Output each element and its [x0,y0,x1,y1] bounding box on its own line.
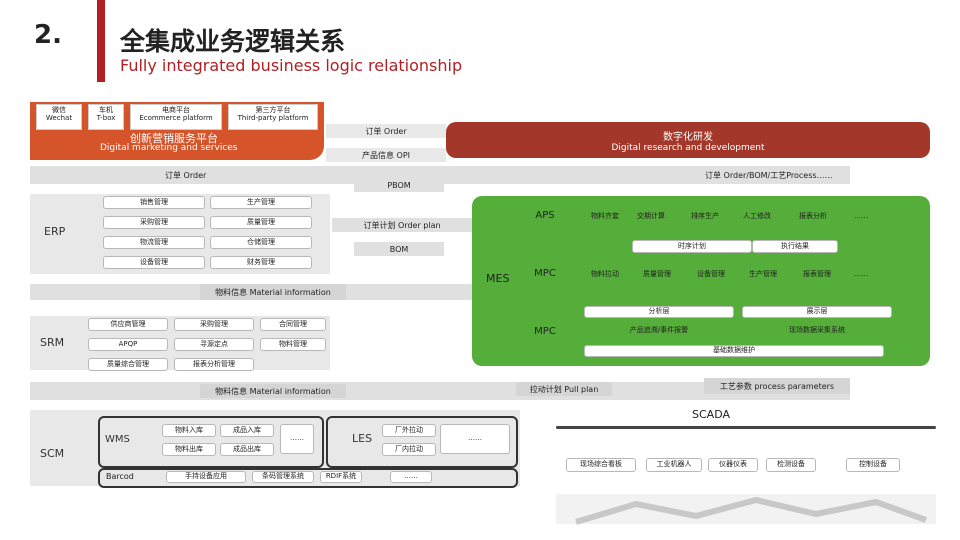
maintenance-bar: 基础数据维护 [584,345,884,357]
les-block [326,416,518,468]
wms-cell: 物料入库 [162,424,216,437]
traceability-bar: 产品追溯/事件报警 [584,325,734,337]
barcode-more: …… [390,471,432,483]
scada-stripe [556,426,936,429]
srm-cell: 供应商管理 [88,318,168,331]
wms-label: WMS [105,434,130,445]
erp-cell: 财务管理 [210,256,312,269]
scada-device: 控制设备 [846,458,900,472]
scada-device: 检测设备 [766,458,816,472]
aps-item: 报表分析 [792,210,834,223]
material-arrow-erp: 物料信息 Material information [200,284,346,300]
mpc-item: 设备管理 [690,268,732,281]
pbom-arrow: PBOM [354,178,444,192]
mpc-item: 质量管理 [636,268,678,281]
erp-cell: 设备管理 [103,256,205,269]
opi-arrow: 产品信息 OPI [326,148,446,162]
scada-device: 现场综合看板 [566,458,636,472]
order-left-label: 订单 Order [165,171,207,180]
les-cell: 厂外拉动 [382,424,436,437]
section-number: 2. [34,20,62,50]
srm-cell: 质量综合管理 [88,358,168,371]
page-title: 全集成业务逻辑关系 [120,27,346,56]
barcode-cell: RDIF系统 [320,471,362,483]
scm-label: SCM [40,447,65,460]
order-plan-arrow: 订单计划 Order plan [332,218,472,232]
mpc2-label: MPC [534,325,556,337]
digital-rd-block: 数字化研发 Digital research and development [446,122,930,158]
display-layer: 展示层 [742,306,892,318]
erp-label: ERP [44,225,66,238]
wms-cell: 成品出库 [220,443,274,456]
dm-title-en: Digital marketing and services [100,143,238,153]
mes-label: MES [486,272,510,285]
les-cell: 厂内拉动 [382,443,436,456]
aps-item: …… [845,210,877,223]
order-band [30,166,850,184]
barcode-block [98,468,518,488]
barcode-cell: 条码管理系统 [252,471,314,483]
dm-title-zh: 创新营销服务平台 [130,132,218,145]
erp-cell: 生产管理 [210,196,312,209]
exec-arrow: 执行结果 [752,240,838,253]
erp-cell: 销售管理 [103,196,205,209]
mpc-label: MPC [534,267,556,279]
accent-bar [97,0,105,82]
material-arrow-srm: 物料信息 Material information [200,384,346,398]
aps-label: APS [535,209,555,221]
srm-cell: 寻源定点 [174,338,254,351]
barcode-cell: 手持设备应用 [166,471,246,483]
data-collection-bar: 现场数据采集系统 [742,325,892,337]
scada-label: SCADA [576,404,846,424]
scada-device: 仪器仪表 [708,458,758,472]
order-bom-label: 订单 Order/BOM/工艺Process…… [705,171,833,180]
device-graphic [556,494,936,525]
srm-cell: 报表分析管理 [174,358,254,371]
srm-cell: APQP [88,338,168,351]
bom-arrow: BOM [354,242,444,256]
pull-plan-arrow: 拉动计划 Pull plan [516,382,612,396]
srm-cell: 合同管理 [260,318,326,331]
wms-block [98,416,324,468]
les-more: …… [440,424,510,454]
erp-cell: 质量管理 [210,216,312,229]
mpc-item: …… [845,268,877,281]
wms-more: …… [280,424,314,454]
aps-item: 交期计算 [630,210,672,223]
erp-cell: 仓储管理 [210,236,312,249]
page-subtitle: Fully integrated business logic relation… [120,56,463,75]
les-label: LES [352,432,373,445]
srm-cell: 采购管理 [174,318,254,331]
process-params-arrow: 工艺参数 process parameters [704,378,850,394]
aps-item: 物料齐套 [584,210,626,223]
schedule-arrow: 时序计划 [632,240,752,253]
mpc-item: 生产管理 [742,268,784,281]
erp-cell: 物流管理 [103,236,205,249]
analysis-layer: 分析层 [584,306,734,318]
srm-cell: 物料管理 [260,338,326,351]
wms-cell: 成品入库 [220,424,274,437]
erp-cell: 采购管理 [103,216,205,229]
aps-item: 排序生产 [684,210,726,223]
barcode-label: Barcod [106,472,134,481]
order-arrow: 订单 Order [326,124,446,138]
mpc-item: 报表管理 [796,268,838,281]
mpc-item: 物料拉动 [584,268,626,281]
srm-label: SRM [40,336,65,349]
wms-cell: 物料出库 [162,443,216,456]
aps-item: 人工修改 [736,210,778,223]
scada-device: 工业机器人 [646,458,702,472]
